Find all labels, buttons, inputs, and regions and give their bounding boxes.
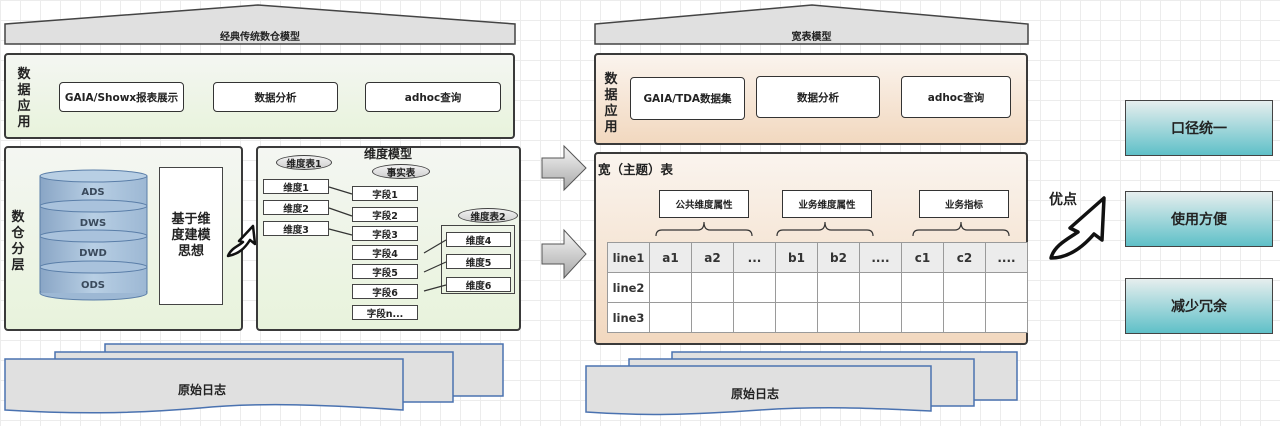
left-model-title: 经典传统数仓模型 <box>220 32 300 43</box>
left-app-button-adhoc[interactable]: adhoc查询 <box>365 82 501 112</box>
cell <box>901 302 944 333</box>
cell <box>901 272 944 303</box>
relation-lines <box>328 186 447 292</box>
cell <box>733 272 776 303</box>
header-cell: .... <box>985 242 1028 273</box>
left-raw-log-stack <box>4 343 504 414</box>
left-app-layer-label: 数据应用 <box>17 67 31 130</box>
table-row: line3 <box>607 302 1028 333</box>
fact-field: 字段6 <box>352 284 418 299</box>
header-cell: a1 <box>649 242 692 273</box>
dimension-item: 维度5 <box>446 254 511 269</box>
fact-field: 字段4 <box>352 245 418 260</box>
fact-field: 字段3 <box>352 226 418 241</box>
dim-table-1-bubble: 维度表1 <box>276 155 332 170</box>
right-app-button-adhoc[interactable]: adhoc查询 <box>901 76 1011 118</box>
cell <box>775 302 818 333</box>
cell <box>775 272 818 303</box>
left-app-button-report[interactable]: GAIA/Showx报表展示 <box>59 82 184 112</box>
cell <box>691 302 734 333</box>
fact-field: 字段1 <box>352 186 418 201</box>
dimension-model-title: 维度模型 <box>364 147 413 161</box>
header-cell: b1 <box>775 242 818 273</box>
header-cell: ... <box>733 242 776 273</box>
cell <box>943 302 986 333</box>
cylinder-layer-dws: DWS <box>79 218 107 229</box>
row-label: line2 <box>607 272 650 303</box>
cell <box>817 272 860 303</box>
header-cell: c1 <box>901 242 944 273</box>
cell <box>649 272 692 303</box>
group-label-common-dimension: 公共维度属性 <box>659 190 749 218</box>
right-app-button-analysis[interactable]: 数据分析 <box>756 76 880 118</box>
dimension-item: 维度3 <box>263 221 329 236</box>
cell <box>943 272 986 303</box>
group-braces <box>655 221 1010 237</box>
right-model-title: 宽表模型 <box>791 32 832 43</box>
right-arrow-icon <box>541 228 587 280</box>
left-app-button-analysis[interactable]: 数据分析 <box>213 82 338 112</box>
header-cell: b2 <box>817 242 860 273</box>
wide-table: line1 a1 a2 ... b1 b2 .... c1 c2 .... li… <box>607 242 1028 333</box>
dimension-item: 维度2 <box>263 200 329 215</box>
right-app-button-dataset[interactable]: GAIA/TDA数据集 <box>630 77 745 120</box>
wide-table-header-row: line1 a1 a2 ... b1 b2 .... c1 c2 .... <box>607 242 1028 273</box>
dim-table-2-bubble: 维度表2 <box>458 208 518 223</box>
group-label-business-dimension: 业务维度属性 <box>782 190 872 218</box>
table-row: line2 <box>607 272 1028 303</box>
layer-cylinder-icon <box>39 169 148 301</box>
advantage-item-easy-to-use: 使用方便 <box>1125 191 1273 247</box>
right-raw-log-label: 原始日志 <box>731 387 780 401</box>
cell <box>691 272 734 303</box>
cylinder-layer-ads: ADS <box>81 187 105 198</box>
cell <box>817 302 860 333</box>
curved-up-arrow-icon <box>1049 196 1106 260</box>
right-arrow-icon <box>541 144 587 192</box>
advantages-label: 优点 <box>1049 192 1077 208</box>
header-cell: .... <box>859 242 902 273</box>
dimension-item: 维度6 <box>446 277 511 292</box>
dimension-modeling-text: 基于维度建模思想 <box>171 212 211 259</box>
curved-up-arrow-icon <box>226 224 257 258</box>
fact-table-bubble: 事实表 <box>372 164 430 179</box>
cell <box>985 272 1028 303</box>
wide-table-title: 宽（主题）表 <box>598 162 674 177</box>
right-raw-log-stack <box>585 351 1018 416</box>
header-cell: c2 <box>943 242 986 273</box>
right-roof <box>594 4 1029 45</box>
left-raw-log-label: 原始日志 <box>178 383 227 397</box>
advantage-item-less-redundancy: 减少冗余 <box>1125 278 1273 334</box>
fact-field: 字段n... <box>352 305 418 320</box>
dimension-item: 维度4 <box>446 232 511 247</box>
header-cell: a2 <box>691 242 734 273</box>
left-roof <box>4 4 516 45</box>
group-label-business-metric: 业务指标 <box>919 190 1009 218</box>
fact-field: 字段2 <box>352 207 418 222</box>
warehouse-layer-label: 数仓分层 <box>11 210 25 273</box>
right-app-layer-label: 数据应用 <box>604 72 618 135</box>
advantage-item-unified-metrics: 口径统一 <box>1125 100 1273 156</box>
cell <box>733 302 776 333</box>
fact-field: 字段5 <box>352 264 418 279</box>
cylinder-layer-dwd: DWD <box>79 248 107 259</box>
dimension-modeling-box: 基于维度建模思想 <box>159 167 223 305</box>
cylinder-layer-ods: ODS <box>80 280 105 291</box>
row-label: line1 <box>607 242 650 273</box>
cell <box>985 302 1028 333</box>
cell <box>859 272 902 303</box>
row-label: line3 <box>607 302 650 333</box>
dimension-item: 维度1 <box>263 179 329 194</box>
dim-table-2-frame <box>441 225 515 294</box>
cell <box>859 302 902 333</box>
cell <box>649 302 692 333</box>
